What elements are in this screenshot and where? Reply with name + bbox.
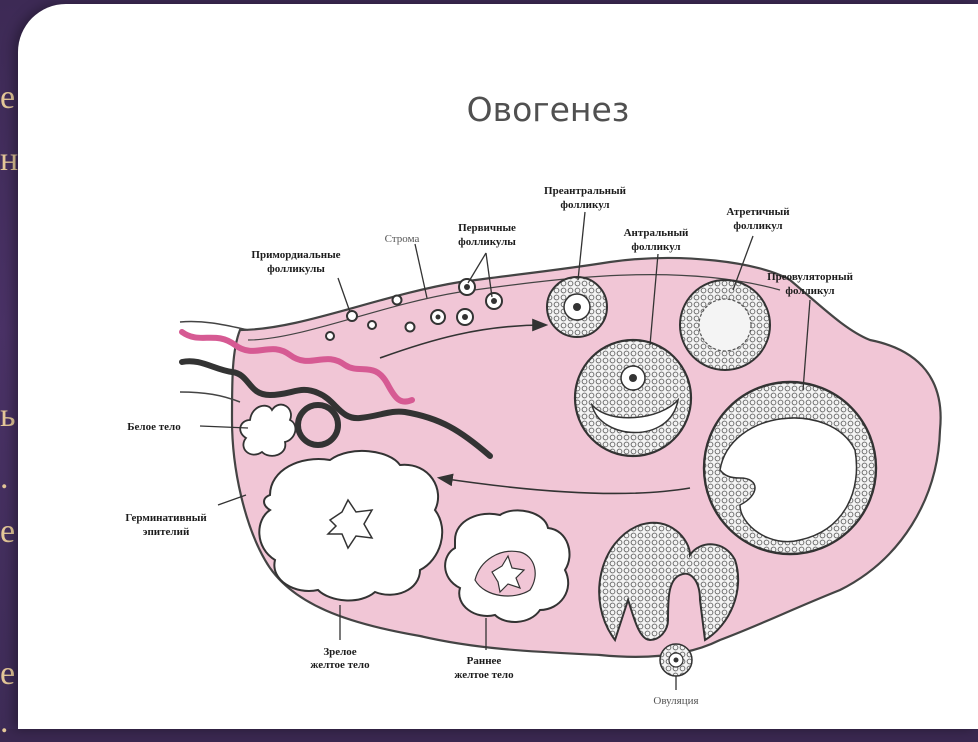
label-primary-line2: фолликулы [458, 236, 516, 248]
label-germinal-line2: эпителий [143, 526, 190, 538]
label-mature-cl-line1: Зрелое [323, 646, 356, 658]
label-atretic-line1: Атретичный [726, 206, 790, 218]
mesovarium [180, 322, 248, 330]
label-primary-line1: Первичные [458, 222, 516, 234]
antral-follicle [575, 340, 691, 456]
label-primordial-line2: фолликулы [267, 263, 325, 275]
label-early-cl-line1: Раннее [467, 655, 502, 667]
label-early-cl-line2: желтое тело [454, 669, 514, 681]
label-stroma: Строма [385, 233, 420, 245]
label-antral-line2: фолликул [631, 241, 680, 253]
preantral-follicle [547, 277, 607, 337]
label-primordial-line1: Примордиальные [251, 249, 340, 261]
label-preantral-line2: фолликул [560, 199, 609, 211]
label-ovulation: Овуляция [653, 695, 698, 707]
atretic-follicle [680, 280, 770, 370]
preovulatory-follicle [704, 382, 876, 554]
label-white-body: Белое тело [127, 421, 181, 433]
released-ovum [660, 644, 692, 676]
label-atretic-line2: фолликул [733, 220, 782, 232]
label-mature-cl-line2: желтое тело [310, 659, 370, 671]
label-antral-line1: Антральный [624, 227, 689, 239]
label-germinal-line1: Герминативный [125, 512, 207, 524]
mature-corpus-luteum [259, 451, 442, 601]
label-preantral-line1: Преантральный [544, 185, 627, 197]
label-preovulatory-line1: Преовуляторный [767, 271, 853, 283]
label-preovulatory-line2: фолликул [785, 285, 834, 297]
